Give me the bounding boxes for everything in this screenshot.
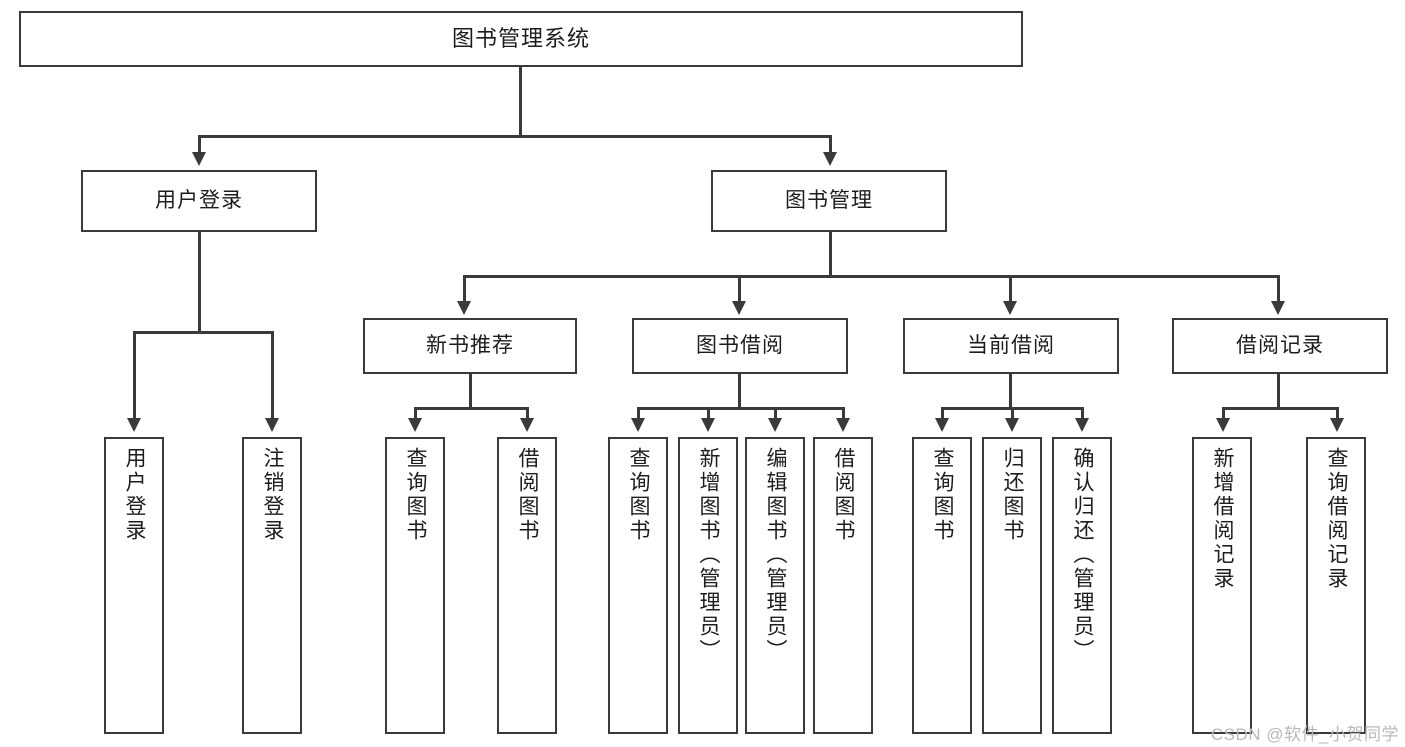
connector-book-borrow-leaf-4 [842,407,845,419]
arrowhead-leaf-user-login-2 [265,418,279,432]
node-label: 图书管理系统 [451,25,590,51]
node-book-borrow[interactable]: 图书借阅 [632,318,848,374]
node-label: 借阅图书 [516,447,540,543]
connector-new-book-bus [414,407,526,410]
arrowhead-book-management [823,152,837,166]
leaf-book-borrow-edit-book-admin[interactable]: 编辑图书（管理员） [745,437,805,734]
connector-root-to-user-login [198,135,201,153]
arrowhead-borrow-record [1271,301,1285,315]
arrowhead-leaf-current-borrow-2 [1005,418,1019,432]
connector-book-management-stem [829,232,832,277]
node-book-management[interactable]: 图书管理 [711,170,947,232]
node-label: 当前借阅 [967,334,1055,358]
node-label: 新书推荐 [426,334,514,358]
node-user-login[interactable]: 用户登录 [81,170,317,232]
leaf-book-borrow-add-book-admin[interactable]: 新增图书（管理员） [678,437,738,734]
leaf-user-login-logout[interactable]: 注销登录 [242,437,302,734]
connector-user-login-stem [198,232,201,333]
arrowhead-leaf-new-book-2 [520,418,534,432]
arrowhead-user-login [192,152,206,166]
connector-user-login-leaf-2 [271,331,274,419]
arrowhead-leaf-borrow-record-2 [1330,418,1344,432]
connector-borrow-record-bus [1222,407,1336,410]
connector-bm-to-new-book [463,275,466,302]
leaf-current-borrow-query-book[interactable]: 查询图书 [912,437,972,734]
leaf-current-borrow-confirm-return-admin[interactable]: 确认归还（管理员） [1052,437,1112,734]
connector-new-book-stem [469,374,472,409]
node-label: 用户登录 [155,189,243,213]
connector-bm-to-current-borrow [1009,275,1012,302]
node-label: 图书借阅 [696,334,784,358]
node-label: 新增借阅记录 [1211,447,1235,591]
leaf-current-borrow-return-book[interactable]: 归还图书 [982,437,1042,734]
arrowhead-current-borrow [1003,301,1017,315]
node-label: 用户登录 [123,447,147,543]
connector-book-borrow-leaf-2 [707,407,710,419]
arrowhead-leaf-borrow-record-1 [1216,418,1230,432]
leaf-borrow-record-add-record[interactable]: 新增借阅记录 [1192,437,1252,734]
node-label: 归还图书 [1001,447,1025,543]
connector-current-borrow-stem [1009,374,1012,409]
arrowhead-new-book-recommend [457,301,471,315]
node-label: 查询图书 [404,447,428,543]
node-label: 确认归还（管理员） [1071,447,1095,663]
connector-book-borrow-leaf-1 [637,407,640,419]
arrowhead-leaf-user-login-1 [127,418,141,432]
arrowhead-leaf-book-borrow-2 [701,418,715,432]
connector-book-management-bus [463,275,1279,278]
connector-bm-to-borrow-record [1277,275,1280,302]
leaf-borrow-record-query-record[interactable]: 查询借阅记录 [1306,437,1366,734]
node-label: 查询图书 [931,447,955,543]
node-borrow-record[interactable]: 借阅记录 [1172,318,1388,374]
arrowhead-leaf-book-borrow-1 [631,418,645,432]
connector-book-borrow-stem [738,374,741,409]
connector-root-bus [198,135,831,138]
arrowhead-leaf-book-borrow-3 [768,418,782,432]
arrowhead-leaf-current-borrow-3 [1075,418,1089,432]
arrowhead-book-borrow [732,301,746,315]
connector-current-borrow-leaf-3 [1081,407,1084,419]
connector-new-book-leaf-1 [414,407,417,419]
connector-root-to-book-management [829,135,832,153]
connector-current-borrow-leaf-2 [1011,407,1014,419]
node-label: 查询借阅记录 [1325,447,1349,591]
connector-book-borrow-leaf-3 [774,407,777,419]
connector-borrow-record-stem [1277,374,1280,409]
arrowhead-leaf-current-borrow-1 [935,418,949,432]
connector-user-login-bus [133,331,271,334]
node-label: 借阅记录 [1236,334,1324,358]
arrowhead-leaf-book-borrow-4 [836,418,850,432]
leaf-book-borrow-query-book[interactable]: 查询图书 [608,437,668,734]
connector-bm-to-book-borrow [738,275,741,302]
connector-borrow-record-leaf-2 [1336,407,1339,419]
leaf-user-login-login[interactable]: 用户登录 [104,437,164,734]
connector-user-login-leaf-1 [133,331,136,419]
node-new-book-recommend[interactable]: 新书推荐 [363,318,577,374]
leaf-book-borrow-borrow-book[interactable]: 借阅图书 [813,437,873,734]
connector-borrow-record-leaf-1 [1222,407,1225,419]
leaf-new-book-query-book[interactable]: 查询图书 [385,437,445,734]
leaf-new-book-borrow-book[interactable]: 借阅图书 [497,437,557,734]
node-label: 查询图书 [627,447,651,543]
connector-root-stem [519,67,522,137]
node-book-management-system[interactable]: 图书管理系统 [19,11,1023,67]
node-label: 图书管理 [785,189,873,213]
connector-new-book-leaf-2 [526,407,529,419]
node-label: 注销登录 [261,447,285,543]
node-label: 借阅图书 [832,447,856,543]
node-current-borrow[interactable]: 当前借阅 [903,318,1119,374]
connector-book-borrow-bus [637,407,844,410]
arrowhead-leaf-new-book-1 [408,418,422,432]
connector-current-borrow-leaf-1 [941,407,944,419]
node-label: 编辑图书（管理员） [764,447,788,663]
node-label: 新增图书（管理员） [697,447,721,663]
